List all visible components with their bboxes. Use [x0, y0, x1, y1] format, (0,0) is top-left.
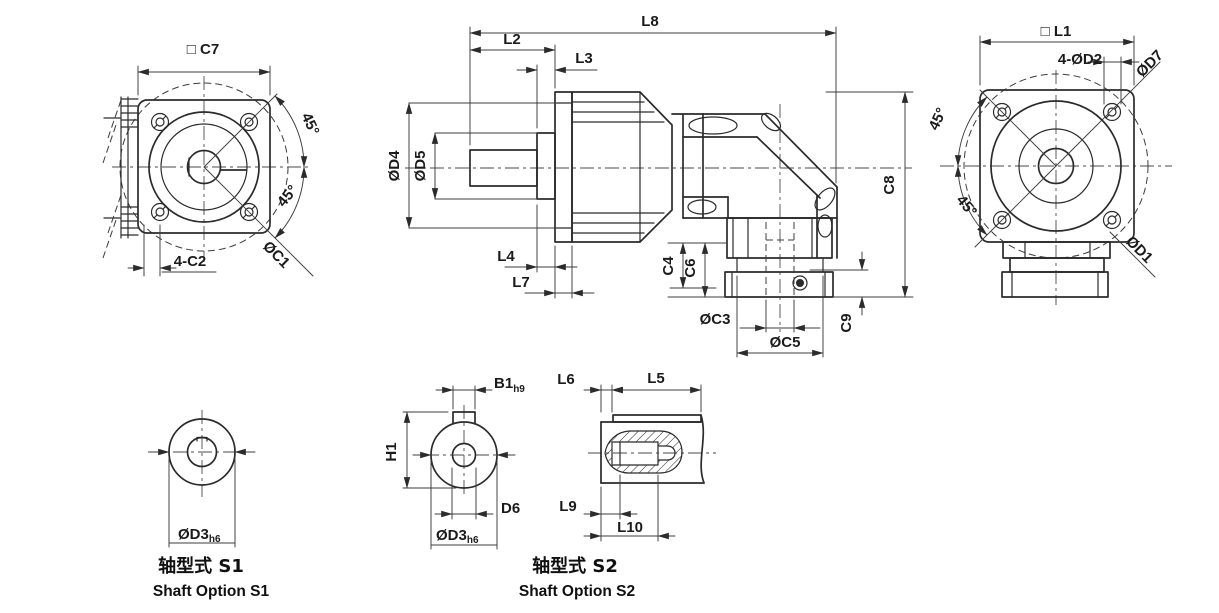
dim-label-l2: L2	[503, 31, 521, 48]
dim-label-od3-s2: ØD3h6	[436, 527, 479, 546]
dim-label-od7: ØD7	[1133, 47, 1167, 81]
dim-label-oc5: ØC5	[770, 334, 801, 351]
shaft-s1-title-en: Shaft Option S1	[153, 583, 270, 600]
output-flange-front-view: □ L1 4-ØD2 ØD7 ØD1 45° 45°	[925, 23, 1172, 305]
dim-label-l6: L6	[557, 371, 575, 388]
dim-label-angle-lower-left-view: 45°	[274, 182, 302, 210]
shaft-s2-title-en: Shaft Option S2	[519, 583, 635, 600]
dim-label-h1: H1	[383, 442, 400, 461]
shaft-s2-title-cn: 轴型式 S2	[532, 555, 618, 577]
dim-label-l9: L9	[559, 498, 577, 515]
dim-label-od1: ØD1	[1122, 233, 1156, 267]
dim-label-c8: C8	[881, 175, 898, 194]
dim-label-4-od2: 4-ØD2	[1058, 51, 1102, 68]
dim-label-angle-upper-right-view: 45°	[925, 105, 950, 133]
dim-label-l4: L4	[497, 248, 515, 265]
dim-label-angle-upper-left-view: 45°	[298, 110, 323, 138]
dim-label-l8: L8	[641, 13, 659, 30]
dim-label-l1: □ L1	[1041, 23, 1072, 40]
shaft-option-s2-end-view: B1h9 H1 D6 ØD3h6	[383, 375, 525, 550]
dim-label-c9: C9	[838, 313, 855, 332]
dim-label-od4: ØD4	[386, 150, 403, 182]
dim-label-l7: L7	[512, 274, 530, 291]
dim-label-d6: D6	[501, 500, 520, 517]
dim-label-oc1: ØC1	[259, 238, 293, 272]
input-flange-front-view: □ C7 45° 45° 4-C2 ØC1	[102, 41, 323, 277]
dim-label-c7: □ C7	[187, 41, 219, 58]
dim-label-angle-lower-right-view: 45°	[953, 192, 981, 220]
shaft-s1-title-cn: 轴型式 S1	[158, 555, 244, 577]
dim-label-od5: ØD5	[412, 151, 429, 182]
gearbox-side-view: L8 L2 L3 ØD4 ØD5 L4 L7	[386, 13, 914, 358]
dim-label-oc3: ØC3	[700, 311, 731, 328]
dim-label-c6: C6	[682, 258, 699, 277]
dim-label-l10: L10	[617, 519, 643, 536]
dim-label-l5: L5	[647, 370, 665, 387]
dim-label-c4: C4	[660, 256, 677, 276]
dim-label-l3: L3	[575, 50, 593, 67]
shaft-option-s2-side-view: L6 L5 L9 L10 轴型式 S2 Shaft Option S2	[519, 370, 716, 600]
dim-label-od3-s1: ØD3h6	[178, 526, 221, 545]
shaft-option-s1-view: ØD3h6 轴型式 S1 Shaft Option S1	[148, 410, 270, 600]
dim-label-4-c2: 4-C2	[174, 253, 207, 270]
dim-label-b1: B1h9	[494, 375, 525, 395]
